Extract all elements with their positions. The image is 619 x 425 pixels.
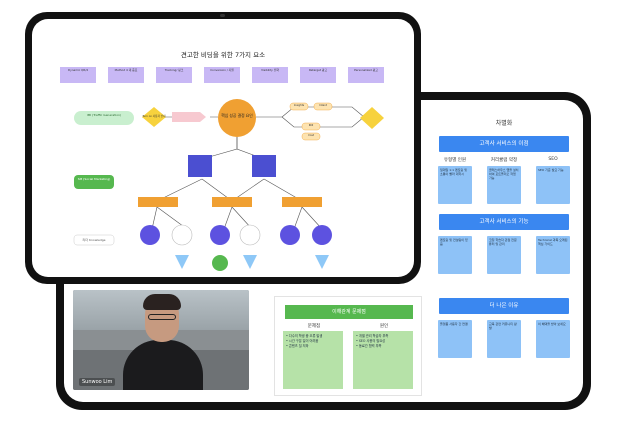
column-head: 커리큘럼 약정	[490, 158, 518, 163]
glasses-icon	[148, 314, 176, 320]
sticky-note[interactable]: Technical 과목 오래된 핵심 가이드	[536, 236, 570, 274]
sticky-note[interactable]: 클래스하우스 앱을 설치하여 포트폴리오 작업 가능	[487, 166, 521, 204]
column-head: 원인	[379, 324, 389, 329]
purple-card[interactable]: Conversion / 지원	[204, 67, 240, 83]
purple-card[interactable]: Personalized 광고	[348, 67, 384, 83]
problems-board[interactable]: 이해관계 문제점 문제점 원인 • 다수의 학생 중 오류 발생 • 시간 구분…	[274, 296, 422, 396]
purple-card[interactable]: Tracking/ 링크	[156, 67, 192, 83]
list-item: • SEO 사용의 필요성	[356, 339, 386, 343]
problems-band: 이해관계 문제점	[285, 305, 413, 319]
center-node[interactable]: 핵심 성공 결정 요인	[218, 99, 256, 137]
participant-hair	[143, 294, 181, 310]
social-marketing-pill[interactable]: SM (Social Marketing)	[77, 177, 111, 181]
column-head: 유형별 인원	[443, 158, 467, 163]
participant-name: Sunwoo Lim	[79, 378, 116, 386]
board-title: 차별화	[495, 120, 513, 127]
sticky-note[interactable]: 멘토링 및 컨설팅이 있음	[438, 236, 472, 274]
participant-video[interactable]: Sunwoo Lim	[73, 290, 249, 390]
purple-card[interactable]: Method 4 대 중요	[108, 67, 144, 83]
diagram-title: 견고한 비딩을 위한 7가지 요소	[180, 51, 266, 59]
flow-diagram	[73, 102, 384, 271]
list-item: • 동료간 협력 부족	[356, 344, 382, 348]
camera-icon	[220, 14, 225, 17]
list-item: • 시간 구분 일이 어려움	[286, 339, 319, 343]
list-item: • 개별 관리 학습자 부족	[356, 334, 389, 338]
knowledge-card[interactable]: 리더 Knowledge	[82, 238, 106, 242]
causes-list[interactable]: • 개별 관리 학습자 부족 • SEO 사용의 필요성 • 동료간 협력 부족	[353, 331, 413, 389]
purple-card[interactable]: Retarget 광고	[300, 67, 336, 83]
sticky-note[interactable]: 이 혜택을 받아 보세요	[536, 320, 570, 358]
purple-card[interactable]: Visibility 전략	[252, 67, 288, 83]
tag-label: ROI	[308, 124, 314, 127]
sticky-note[interactable]: 일대일 1:1 멘토링 및 소통이 빨라 대학시	[438, 166, 472, 204]
column-head: 문제점	[307, 324, 321, 329]
sticky-note[interactable]: SEO 기준 필요 기능	[536, 166, 570, 204]
problems-list[interactable]: • 다수의 학생 중 오류 발생 • 시간 구분 일이 어려움 • 콘텐츠 질 …	[283, 331, 343, 389]
traffic-generation-pill[interactable]: IMI (Traffic Generation)	[86, 113, 122, 117]
sticky-note[interactable]: 코칭 학습자 관점 전문 튜터 및 관리	[487, 236, 521, 274]
purple-card[interactable]: Dynamic QR/4	[60, 67, 96, 83]
list-item: • 콘텐츠 질 저하	[286, 344, 309, 348]
participant-body	[123, 340, 203, 390]
front-tablet-screen[interactable]: 견고한 비딩을 위한 7가지 요소 Dynamic QR/4 Method 4 …	[32, 19, 414, 277]
list-item: • 다수의 학생 중 오류 발생	[286, 334, 323, 338]
section-band-why-better: 더 나은 이유	[439, 298, 569, 314]
front-tablet-frame: 견고한 비딩을 위한 7가지 요소 Dynamic QR/4 Method 4 …	[25, 12, 421, 284]
diamond-label: Turn on 사용자 안내	[142, 115, 166, 118]
tag-label: Intent	[319, 104, 327, 107]
differentiation-board[interactable]: 차별화 고객사 서비스의 이점 유형별 인원 커리큘럼 약정 SEO 일대일 1…	[429, 108, 579, 398]
tag-label: Cost	[308, 134, 314, 137]
column-head: SEO	[548, 157, 558, 162]
section-band-benefits: 고객사 서비스의 이점	[439, 136, 569, 152]
section-band-features: 고객사 서비스의 기능	[439, 214, 569, 230]
sticky-note[interactable]: 플랫폼 사용자 간 연결	[438, 320, 472, 358]
sticky-note[interactable]: 교육 관련 커뮤니티 활발	[487, 320, 521, 358]
tag-label: Insights	[293, 104, 305, 107]
